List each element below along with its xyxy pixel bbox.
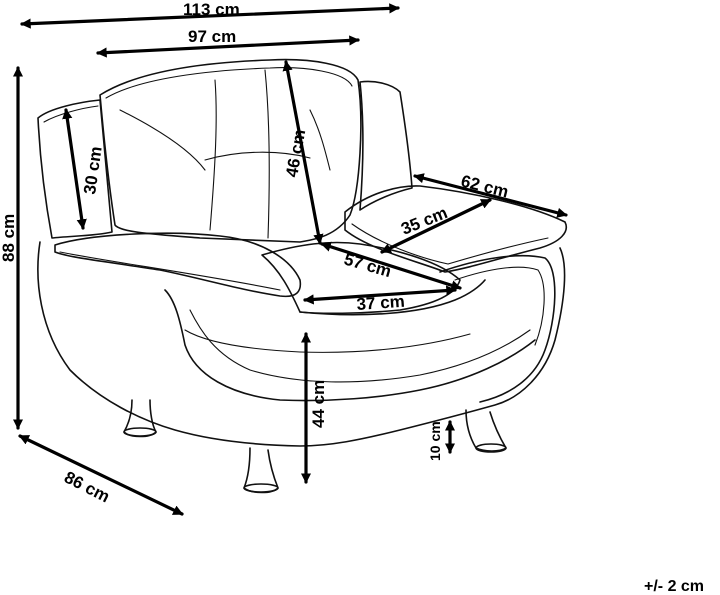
arrow-seat-depth xyxy=(320,241,462,291)
label-seat-depth: 57 cm xyxy=(342,250,394,282)
dimension-arrows xyxy=(12,3,568,516)
label-total-width: 113 cm xyxy=(183,0,240,19)
arrow-backrest-height xyxy=(282,60,324,245)
left-armrest xyxy=(54,232,302,298)
arrow-front-width xyxy=(303,285,457,305)
label-armrest-height: 30 cm xyxy=(80,145,106,195)
tolerance-note: +/- 2 cm xyxy=(644,578,704,595)
left-back-arm xyxy=(37,99,113,239)
legs xyxy=(123,399,507,494)
arrow-inner-width xyxy=(96,35,360,58)
arrow-total-width xyxy=(20,3,400,29)
label-depth: 86 cm xyxy=(61,468,113,507)
label-total-height: 88 cm xyxy=(0,214,18,262)
front-arm-loop xyxy=(164,289,536,402)
armchair-drawing xyxy=(37,58,567,494)
right-arm-front xyxy=(439,254,556,403)
label-front-width: 37 cm xyxy=(356,292,405,314)
back-cushion xyxy=(99,58,362,243)
arrow-arm-length xyxy=(413,173,568,218)
arrow-armrest-height xyxy=(62,108,87,230)
label-leg-height: 10 cm xyxy=(427,421,443,461)
left-base xyxy=(37,241,566,447)
arrow-depth xyxy=(18,434,184,516)
label-seat-height: 44 cm xyxy=(309,380,328,428)
label-inner-width: 97 cm xyxy=(188,27,236,46)
right-back-arm xyxy=(359,80,413,211)
